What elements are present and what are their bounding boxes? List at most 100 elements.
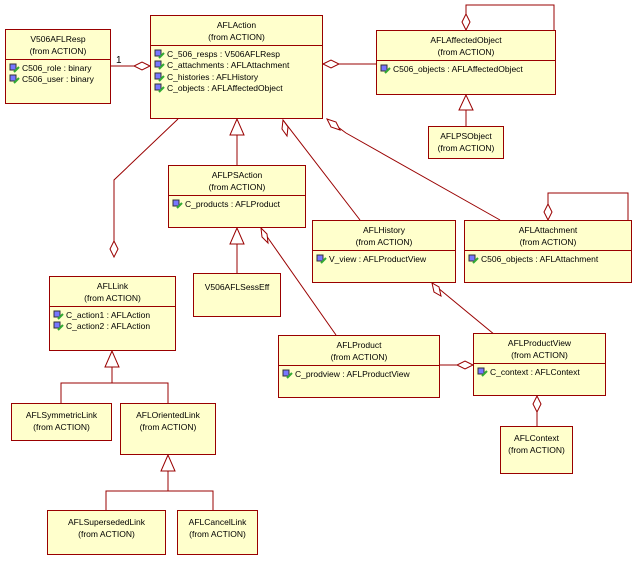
attribute-row[interactable]: C_products : AFLProduct bbox=[172, 198, 305, 210]
class-package: (from ACTION) bbox=[508, 445, 565, 455]
self-association-attachment bbox=[547, 192, 629, 220]
attribute-row[interactable]: C_objects : AFLAffectedObject bbox=[154, 83, 322, 95]
generalization-arrow bbox=[104, 349, 120, 368]
class-package: (from ACTION) bbox=[78, 529, 135, 539]
attribute-row[interactable]: C506_objects : AFLAffectedObject bbox=[380, 63, 555, 75]
aggregation-diamond bbox=[132, 61, 152, 71]
protected-attribute-icon bbox=[477, 367, 488, 377]
class-name: AFLAffectedObject bbox=[430, 35, 502, 45]
aggregation-diamond bbox=[461, 12, 471, 32]
attribute-row[interactable]: C_prodview : AFLProductView bbox=[282, 368, 439, 380]
attribute-row[interactable]: C506_user : binary bbox=[9, 74, 110, 86]
class-aflpsaction[interactable]: AFLPSAction (from ACTION) C_products : A… bbox=[168, 165, 306, 228]
protected-attribute-icon bbox=[380, 64, 391, 74]
protected-attribute-icon bbox=[316, 254, 327, 264]
attribute-row[interactable]: V_view : AFLProductView bbox=[316, 253, 455, 265]
protected-attribute-icon bbox=[172, 199, 183, 209]
class-aflhistory[interactable]: AFLHistory (from ACTION) V_view : AFLPro… bbox=[312, 220, 456, 283]
attribute-text: C506_objects : AFLAffectedObject bbox=[393, 63, 523, 74]
aggregation-diamond bbox=[260, 226, 269, 245]
class-aflcontext[interactable]: AFLContext (from ACTION) bbox=[500, 426, 573, 474]
association-link-action bbox=[113, 118, 179, 257]
class-name: AFLProduct bbox=[336, 340, 382, 350]
class-name: AFLPSAction bbox=[211, 170, 263, 180]
class-v506aflresp[interactable]: V506AFLResp (from ACTION) C506_role : bi… bbox=[5, 29, 111, 104]
class-aflaffectedobject[interactable]: AFLAffectedObject (from ACTION) C506_obj… bbox=[376, 30, 556, 95]
attribute-row[interactable]: C_attachments : AFLAttachment bbox=[154, 60, 322, 72]
attribute-text: C_506_resps : V506AFLResp bbox=[167, 48, 280, 59]
class-name: AFLOrientedLink bbox=[136, 410, 200, 420]
class-name: AFLAction bbox=[216, 20, 257, 30]
class-package: (from ACTION) bbox=[139, 422, 197, 432]
class-name: AFLPSObject bbox=[440, 131, 492, 141]
class-aflsupersededlink[interactable]: AFLSupersededLink (from ACTION) bbox=[47, 510, 166, 555]
class-aflsymmetriclink[interactable]: AFLSymmetricLink (from ACTION) bbox=[11, 403, 112, 441]
aggregation-diamond bbox=[455, 360, 475, 370]
class-package: (from ACTION) bbox=[355, 237, 413, 247]
attribute-text: C506_objects : AFLAttachment bbox=[481, 253, 599, 264]
class-aflcancellink[interactable]: AFLCancelLink (from ACTION) bbox=[177, 510, 258, 555]
attribute-row[interactable]: C_histories : AFLHistory bbox=[154, 71, 322, 83]
class-package: (from ACTION) bbox=[437, 47, 495, 57]
class-aflattachment[interactable]: AFLAttachment (from ACTION) C506_objects… bbox=[464, 220, 632, 283]
class-name: AFLContext bbox=[514, 433, 559, 443]
attribute-text: C_context : AFLContext bbox=[490, 366, 580, 377]
aggregation-diamond bbox=[532, 394, 542, 414]
attribute-text: C_histories : AFLHistory bbox=[167, 71, 259, 82]
class-name: AFLSupersededLink bbox=[67, 517, 146, 527]
generalization-arrow bbox=[458, 93, 474, 111]
attribute-text: C_objects : AFLAffectedObject bbox=[167, 83, 283, 94]
protected-attribute-icon bbox=[154, 72, 165, 82]
attribute-row[interactable]: C506_role : binary bbox=[9, 62, 110, 74]
protected-attribute-icon bbox=[9, 63, 20, 73]
class-afllink[interactable]: AFLLink (from ACTION) C_action1 : AFLAct… bbox=[49, 276, 176, 351]
class-package: (from ACTION) bbox=[519, 237, 577, 247]
generalization-arrow bbox=[229, 226, 245, 245]
class-name: AFLAttachment bbox=[518, 225, 578, 235]
generalization-arrow bbox=[229, 117, 245, 136]
attribute-row[interactable]: C_context : AFLContext bbox=[477, 366, 605, 378]
class-aflproduct[interactable]: AFLProduct (from ACTION) C_prodview : AF… bbox=[278, 335, 440, 398]
aggregation-diamond bbox=[321, 59, 341, 69]
class-aflproductview[interactable]: AFLProductView (from ACTION) C_context :… bbox=[473, 333, 606, 396]
attribute-row[interactable]: C506_objects : AFLAttachment bbox=[468, 253, 631, 265]
protected-attribute-icon bbox=[53, 321, 64, 331]
class-afloriented-link[interactable]: AFLOrientedLink (from ACTION) bbox=[120, 403, 216, 455]
class-name: V506AFLResp bbox=[30, 34, 86, 44]
attribute-text: V_view : AFLProductView bbox=[329, 253, 427, 264]
aggregation-diamond bbox=[281, 118, 289, 138]
aggregation-action-history bbox=[282, 119, 361, 221]
attribute-text: C_attachments : AFLAttachment bbox=[167, 60, 290, 71]
class-name: AFLSymmetricLink bbox=[25, 410, 98, 420]
aggregation-history-productview bbox=[431, 282, 496, 336]
attribute-row[interactable]: C_506_resps : V506AFLResp bbox=[154, 48, 322, 60]
self-association-affected bbox=[465, 4, 555, 30]
class-v506aflsesseff[interactable]: V506AFLSessEff bbox=[193, 273, 281, 317]
attribute-text: C_prodview : AFLProductView bbox=[295, 368, 410, 379]
class-name: AFLCancelLink bbox=[188, 517, 247, 527]
protected-attribute-icon bbox=[468, 254, 479, 264]
protected-attribute-icon bbox=[154, 49, 165, 59]
class-aflaction[interactable]: AFLAction (from ACTION) C_506_resps : V5… bbox=[150, 15, 323, 119]
class-package: (from ACTION) bbox=[84, 293, 141, 303]
class-package: (from ACTION) bbox=[330, 352, 388, 362]
protected-attribute-icon bbox=[282, 369, 293, 379]
aggregation-diamond bbox=[543, 202, 553, 222]
aggregation-diamond bbox=[109, 239, 119, 259]
generalization-oriented bbox=[105, 471, 214, 510]
attribute-row[interactable]: C_action1 : AFLAction bbox=[53, 309, 175, 321]
class-aflpsobject[interactable]: AFLPSObject (from ACTION) bbox=[428, 126, 504, 159]
attribute-text: C_products : AFLProduct bbox=[185, 198, 280, 209]
aggregation-psaction-product bbox=[260, 227, 337, 336]
attribute-text: C506_user : binary bbox=[22, 74, 94, 85]
generalization-links bbox=[60, 367, 169, 403]
protected-attribute-icon bbox=[53, 310, 64, 320]
class-name: AFLHistory bbox=[362, 225, 406, 235]
attribute-row[interactable]: C_action2 : AFLAction bbox=[53, 321, 175, 333]
class-package: (from ACTION) bbox=[511, 350, 568, 360]
class-name: AFLProductView bbox=[507, 338, 572, 348]
multiplicity-label: 1 bbox=[116, 55, 122, 66]
aggregation-diamond bbox=[431, 282, 442, 297]
